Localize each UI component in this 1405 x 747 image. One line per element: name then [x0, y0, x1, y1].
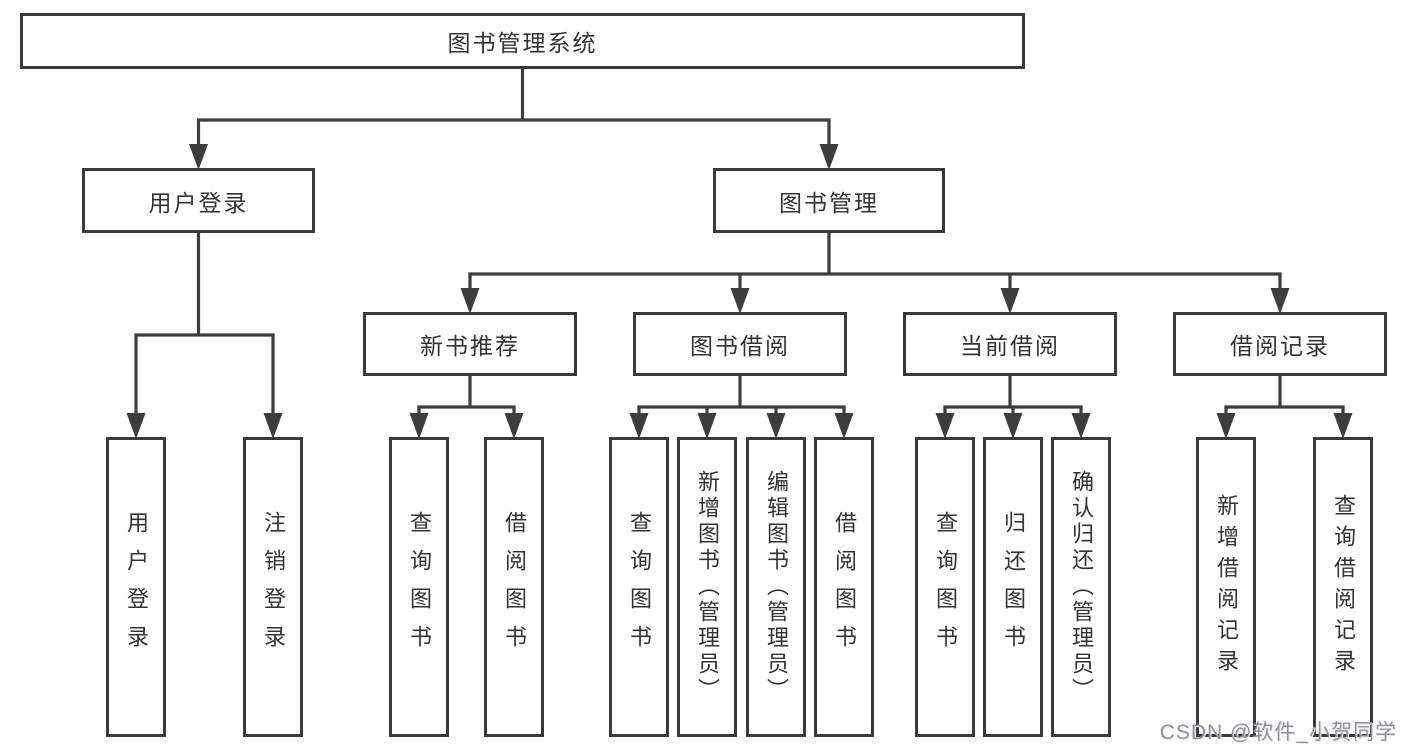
- arrowhead-icon: [935, 413, 955, 439]
- node-leaf-rec-query: 查询借阅记录: [1313, 437, 1373, 737]
- node-label: 新增图书（管理员）: [695, 470, 720, 704]
- node-leaf-cur-query: 查询图书: [915, 437, 975, 737]
- node-label: 用户登录: [124, 511, 149, 663]
- node-label: 借阅图书: [502, 511, 527, 663]
- arrowhead-icon: [1071, 413, 1091, 439]
- node-leaf-logout: 注销登录: [243, 437, 303, 737]
- arrowhead-icon: [766, 413, 786, 439]
- node-label: 查询借阅记录: [1331, 494, 1356, 680]
- arrowhead-icon: [697, 413, 717, 439]
- arrowhead-icon: [1000, 288, 1020, 314]
- node-label: 图书借阅: [690, 333, 790, 359]
- node-leaf-rec-add: 新增借阅记录: [1196, 437, 1256, 737]
- node-leaf-nb-borrow: 借阅图书: [484, 437, 544, 737]
- node-label: 新书推荐: [420, 333, 520, 359]
- node-current: 当前借阅: [903, 312, 1117, 376]
- node-label: 图书管理系统: [447, 30, 598, 56]
- node-login: 用户登录: [82, 168, 315, 233]
- node-label: 查询图书: [407, 511, 432, 663]
- arrowhead-icon: [1270, 288, 1290, 314]
- arrowhead-icon: [819, 144, 839, 170]
- node-label: 新增借阅记录: [1214, 494, 1239, 680]
- arrowhead-icon: [263, 413, 283, 439]
- node-leaf-cur-confirm: 确认归还（管理员）: [1051, 437, 1111, 737]
- arrowhead-icon: [460, 288, 480, 314]
- node-label: 当前借阅: [960, 333, 1060, 359]
- arrowhead-icon: [189, 144, 208, 170]
- arrowhead-icon: [730, 288, 750, 314]
- node-label: 用户登录: [148, 189, 249, 216]
- node-borrow: 图书借阅: [633, 312, 847, 376]
- node-label: 编辑图书（管理员）: [764, 470, 789, 704]
- arrowhead-icon: [629, 413, 649, 439]
- node-label: 查询图书: [933, 511, 958, 663]
- node-label: 借阅记录: [1230, 333, 1330, 359]
- node-leaf-cur-return: 归还图书: [983, 437, 1043, 737]
- node-root: 图书管理系统: [20, 13, 1025, 69]
- node-label: 归还图书: [1001, 511, 1026, 663]
- node-label: 确认归还（管理员）: [1069, 470, 1094, 704]
- node-leaf-bw-add: 新增图书（管理员）: [677, 437, 737, 737]
- arrowhead-icon: [1003, 413, 1023, 439]
- arrowhead-icon: [1333, 413, 1353, 439]
- arrowhead-icon: [504, 413, 524, 439]
- node-records: 借阅记录: [1173, 312, 1387, 376]
- arrowhead-icon: [834, 413, 854, 439]
- arrowhead-icon: [409, 413, 429, 439]
- node-leaf-nb-query: 查询图书: [389, 437, 449, 737]
- arrowhead-icon: [126, 413, 146, 439]
- node-label: 查询图书: [627, 511, 652, 663]
- node-leaf-bw-borrow: 借阅图书: [814, 437, 874, 737]
- node-newbook: 新书推荐: [363, 312, 577, 376]
- node-bookmgmt: 图书管理: [713, 168, 945, 233]
- node-leaf-bw-query: 查询图书: [609, 437, 669, 737]
- node-label: 借阅图书: [832, 511, 857, 663]
- node-label: 图书管理: [779, 189, 879, 216]
- node-label: 注销登录: [261, 511, 286, 663]
- node-leaf-bw-edit: 编辑图书（管理员）: [746, 437, 806, 737]
- node-leaf-user-login: 用户登录: [106, 437, 166, 737]
- watermark-text: CSDN @软件_小贺同学: [1159, 721, 1397, 744]
- arrowhead-icon: [1216, 413, 1236, 439]
